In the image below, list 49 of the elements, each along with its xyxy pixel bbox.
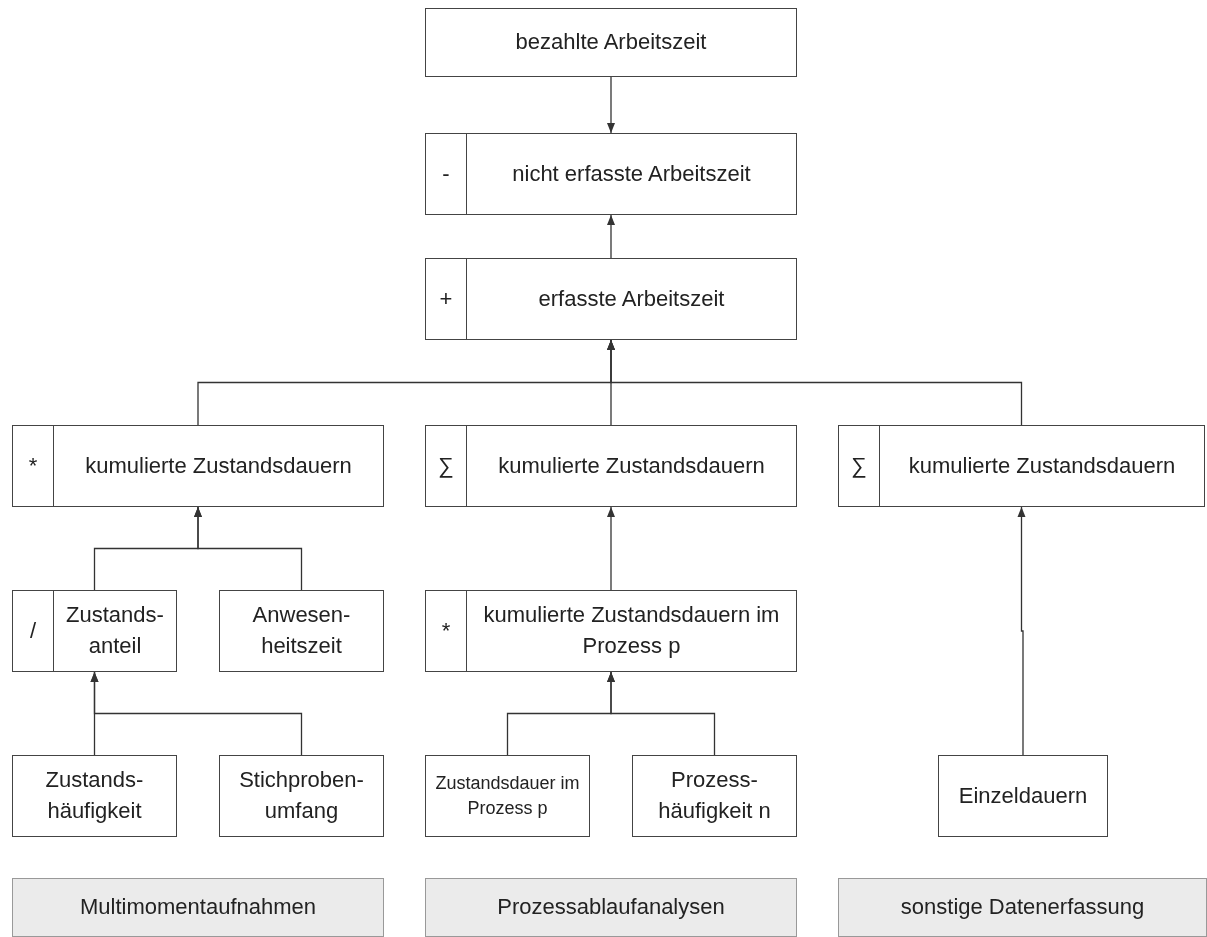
- node-label: nicht erfasste Arbeitszeit: [512, 159, 751, 188]
- operator-symbol: *: [441, 618, 451, 644]
- arrow: [606, 506, 616, 591]
- node-label: Stichproben- umfang: [238, 766, 365, 825]
- process-box: [425, 8, 797, 77]
- node-label: Multimomentaufnahmen: [80, 893, 316, 922]
- process-box: [632, 755, 797, 837]
- process-box: [425, 133, 797, 215]
- process-box: [12, 755, 177, 837]
- operator-symbol: ∑: [851, 453, 867, 479]
- arrow: [1017, 506, 1026, 756]
- node-label: Zustands- häufigkeit: [44, 766, 145, 825]
- arrow: [606, 214, 616, 259]
- node-label: Zustands- anteil: [65, 601, 165, 660]
- method-band: [12, 878, 384, 937]
- process-box: [425, 425, 797, 507]
- operator-symbol: -: [442, 161, 450, 187]
- arrow: [90, 671, 303, 756]
- node-label: bezahlte Arbeitszeit: [515, 28, 707, 57]
- process-box: [425, 258, 797, 340]
- node-label: Prozess- häufigkeit n: [657, 766, 772, 825]
- arrow: [193, 506, 303, 591]
- process-box: [219, 755, 384, 837]
- node-label: Zustandsdauer im Prozess p: [434, 771, 581, 820]
- arrow: [606, 76, 616, 134]
- method-band: [425, 878, 797, 937]
- node-label: Einzeldauern: [958, 781, 1088, 810]
- operator-symbol: ∑: [438, 453, 454, 479]
- process-box: [12, 425, 384, 507]
- process-box: [425, 755, 590, 837]
- arrow: [606, 671, 716, 756]
- node-label: kumulierte Zustandsdauern: [498, 451, 765, 480]
- operator-symbol: /: [29, 618, 37, 644]
- process-box: [425, 590, 797, 672]
- node-label: kumulierte Zustandsdauern im Prozess p: [482, 601, 781, 660]
- node-label: Prozessablaufanalysen: [497, 893, 725, 922]
- node-label: sonstige Datenerfassung: [900, 893, 1145, 922]
- node-label: Anwesen- heitszeit: [251, 601, 352, 660]
- arrow: [606, 339, 1023, 426]
- process-box: [12, 590, 177, 672]
- process-box: [838, 425, 1205, 507]
- node-label: kumulierte Zustandsdauern: [908, 451, 1176, 480]
- process-box: [938, 755, 1108, 837]
- operator-symbol: +: [439, 286, 453, 312]
- operator-symbol: *: [28, 453, 38, 479]
- process-box: [219, 590, 384, 672]
- node-label: erfasste Arbeitszeit: [538, 284, 725, 313]
- method-band: [838, 878, 1207, 937]
- node-label: kumulierte Zustandsdauern: [85, 451, 352, 480]
